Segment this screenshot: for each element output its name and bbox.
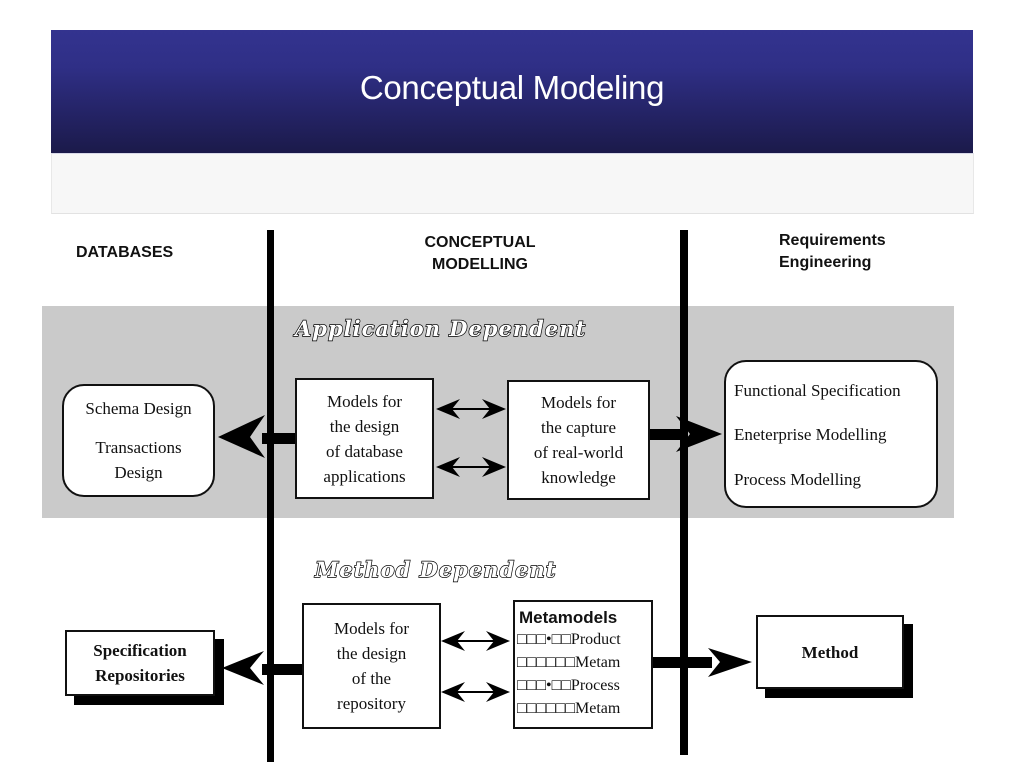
box-line: Models for (333, 619, 410, 638)
metamodel-row: □□□•□□Process (517, 677, 620, 694)
right-divider-line (680, 230, 688, 755)
left-divider-line (267, 230, 274, 762)
box-line: Transactions (95, 438, 182, 457)
box-line: Models for (326, 391, 403, 411)
box-line: the capture (540, 418, 617, 437)
box-line: the design (336, 644, 407, 663)
slide-subheader (51, 153, 974, 214)
box-line: Schema Design (85, 399, 192, 418)
heading-line: Requirements (779, 232, 886, 249)
box-line: Process Modelling (734, 470, 862, 490)
double-arrow-method-top (441, 631, 510, 651)
arrow-to-method (650, 648, 752, 677)
metamodel-row: □□□•□□Product (517, 631, 621, 648)
arrow-to-requirements-box (648, 416, 722, 452)
box-line: Specification (93, 641, 187, 660)
double-arrow-method-bottom (441, 682, 510, 702)
heading-line: MODELLING (432, 256, 528, 273)
box-line: Method (801, 642, 859, 662)
column-heading-databases: DATABASES (76, 242, 173, 264)
heading-line: DATABASES (76, 244, 174, 261)
metamodel-row: □□□□□□Metam (517, 700, 621, 717)
metamodels-title: Metamodels (519, 608, 618, 627)
box-line: knowledge (541, 468, 616, 487)
arrow-to-specification-repositories (222, 651, 304, 685)
models-repository-box: Models for the design of the repository (302, 603, 441, 729)
method-box: Method (756, 615, 904, 689)
box-line: of the (351, 669, 392, 688)
box-line: Repositories (95, 666, 185, 685)
section-label-application-dependent: Application Dependent (294, 315, 587, 341)
heading-line: CONCEPTUAL (424, 234, 536, 251)
box-line: Functional Specification (734, 380, 901, 400)
box-line: of real-world (533, 443, 624, 462)
metamodel-row: □□□□□□Metam (517, 654, 621, 671)
slide-title: Conceptual Modeling (359, 68, 665, 106)
double-arrow-bottom (436, 457, 506, 477)
box-line: Eneterprise Modelling (734, 425, 887, 445)
box-line: applications (323, 466, 406, 486)
slide-header: Conceptual Modeling (51, 30, 973, 153)
column-heading-requirements-engineering: Requirements Engineering (779, 230, 886, 274)
box-line: of database (326, 441, 403, 461)
arrow-to-schema-design (218, 415, 298, 458)
specification-repositories-box: Specification Repositories (65, 630, 215, 696)
models-database-applications-box: Models for the design of database applic… (295, 378, 434, 499)
box-line: Design (114, 463, 163, 482)
box-line: repository (337, 694, 406, 713)
models-real-world-knowledge-box: Models for the capture of real-world kno… (507, 380, 650, 500)
requirements-box: Functional Specification Eneterprise Mod… (724, 360, 938, 508)
box-line: the design (329, 416, 400, 436)
metamodels-box: Metamodels □□□•□□Product □□□□□□Metam □□□… (513, 600, 653, 729)
heading-line: Engineering (779, 254, 872, 271)
box-line: Models for (540, 393, 617, 412)
column-heading-conceptual-modelling: CONCEPTUAL MODELLING (380, 232, 580, 276)
double-arrow-top (436, 399, 506, 419)
section-label-method-dependent: Method Dependent (314, 556, 557, 582)
schema-transactions-box: Schema Design Transactions Design (62, 384, 215, 497)
